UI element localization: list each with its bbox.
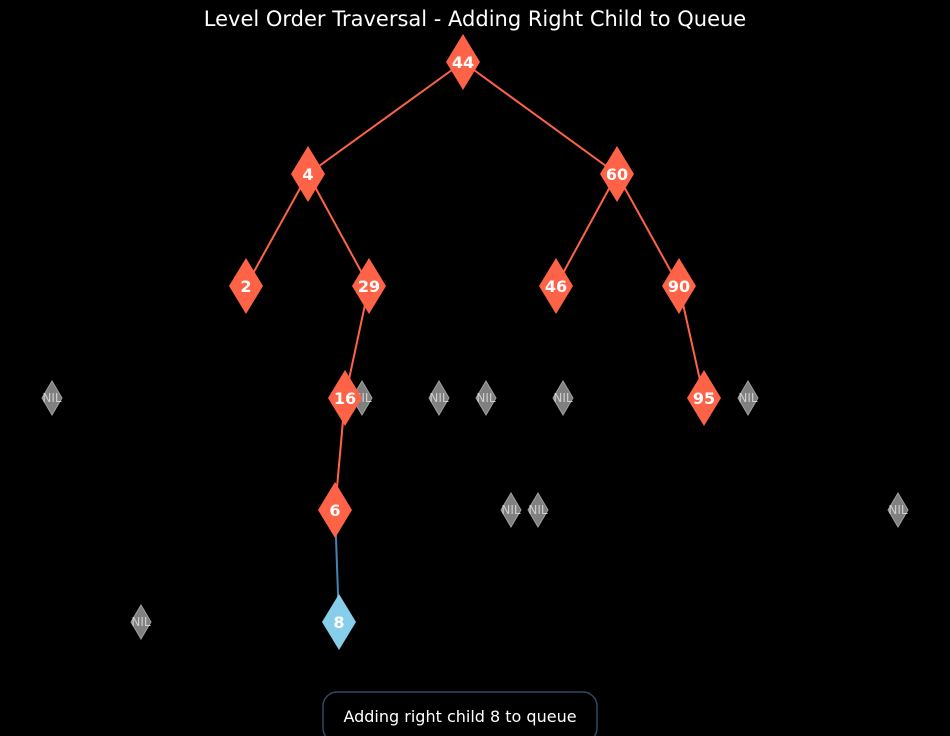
nil-label: NIL <box>738 391 758 405</box>
node-diamond <box>318 482 352 538</box>
caption-box: Adding right child 8 to queue <box>322 691 598 736</box>
caption-text: Adding right child 8 to queue <box>343 707 576 726</box>
node-label: 90 <box>668 277 690 296</box>
node-label: 2 <box>240 277 251 296</box>
nil-diamond <box>500 492 522 528</box>
nil-diamond <box>475 380 497 416</box>
nil-placeholder: NIL <box>527 492 549 528</box>
edge-n44-n60 <box>462 61 618 175</box>
nil-diamond <box>41 380 63 416</box>
nil-label: NIL <box>528 503 548 517</box>
node-diamond <box>662 258 696 314</box>
edge-n60-n90 <box>616 173 680 287</box>
nil-diamond <box>130 604 152 640</box>
node-label: 60 <box>606 165 628 184</box>
node-diamond <box>539 258 573 314</box>
nil-diamond <box>887 492 909 528</box>
node-label: 29 <box>358 277 380 296</box>
node-label: 44 <box>452 53 474 72</box>
node-label: 4 <box>302 165 313 184</box>
tree-node-95: 95 <box>687 370 721 426</box>
nil-diamond <box>527 492 549 528</box>
edges-layer <box>245 61 705 623</box>
nil-label: NIL <box>131 615 151 629</box>
nil-placeholder: NIL <box>130 604 152 640</box>
nil-placeholder: NIL <box>428 380 450 416</box>
nil-placeholder: NIL <box>500 492 522 528</box>
nil-placeholder: NIL <box>552 380 574 416</box>
nil-label: NIL <box>42 391 62 405</box>
node-diamond <box>291 146 325 202</box>
node-diamond <box>328 370 362 426</box>
nil-diamond <box>552 380 574 416</box>
nil-label: NIL <box>888 503 908 517</box>
edge-n4-n2 <box>245 173 309 287</box>
tree-node-46: 46 <box>539 258 573 314</box>
nil-placeholder: NIL <box>475 380 497 416</box>
node-label: 46 <box>545 277 567 296</box>
caption-frame <box>322 691 598 736</box>
tree-node-16: 16 <box>328 370 362 426</box>
edge-n4-n29 <box>307 173 370 287</box>
nil-diamond <box>737 380 759 416</box>
node-label: 95 <box>693 389 715 408</box>
node-diamond <box>600 146 634 202</box>
nil-placeholder: NIL <box>887 492 909 528</box>
tree-node-8: 8 <box>322 594 356 650</box>
node-diamond <box>352 258 386 314</box>
nil-label: NIL <box>553 391 573 405</box>
edge-n60-n46 <box>555 173 618 287</box>
diagram-title: Level Order Traversal - Adding Right Chi… <box>204 7 746 31</box>
node-diamond <box>229 258 263 314</box>
nil-label: NIL <box>476 391 496 405</box>
node-diamond <box>687 370 721 426</box>
node-diamond <box>322 594 356 650</box>
node-label: 6 <box>329 501 340 520</box>
nil-diamond <box>428 380 450 416</box>
tree-node-6: 6 <box>318 482 352 538</box>
nil-layer: NILNILNILNILNILNILNILNILNILNIL <box>41 380 909 640</box>
tree-node-90: 90 <box>662 258 696 314</box>
nil-placeholder: NIL <box>41 380 63 416</box>
tree-node-29: 29 <box>352 258 386 314</box>
nil-label: NIL <box>501 503 521 517</box>
nil-placeholder: NIL <box>737 380 759 416</box>
tree-node-2: 2 <box>229 258 263 314</box>
tree-node-4: 4 <box>291 146 325 202</box>
node-label: 16 <box>334 389 356 408</box>
tree-node-44: 44 <box>446 34 480 90</box>
node-label: 8 <box>333 613 344 632</box>
edge-n44-n4 <box>307 61 464 175</box>
nil-label: NIL <box>429 391 449 405</box>
node-diamond <box>446 34 480 90</box>
tree-node-60: 60 <box>600 146 634 202</box>
